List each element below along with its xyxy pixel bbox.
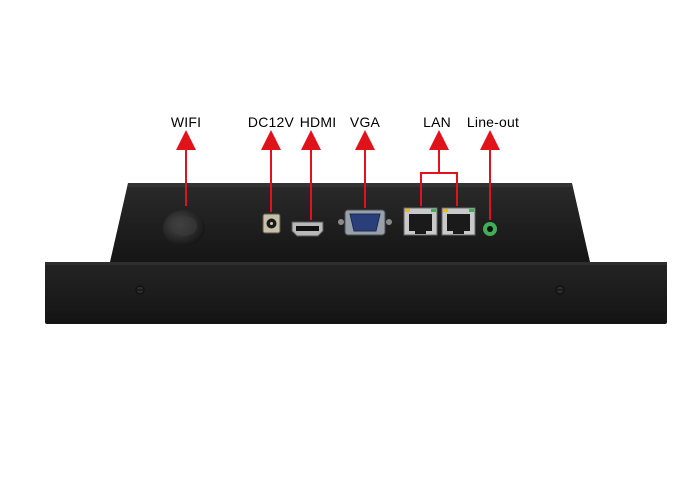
label-lan: LAN [423, 114, 451, 130]
label-wifi: WIFI [170, 114, 202, 130]
label-dc12v: DC12V [247, 114, 295, 130]
rj45-port-icon [441, 207, 476, 236]
label-vga: VGA [349, 114, 381, 130]
rj45-port-icon [403, 207, 438, 236]
label-line-out: Line-out [466, 114, 520, 130]
dc-jack-icon [262, 213, 281, 234]
callout-arrows [176, 130, 500, 220]
screw-icon [555, 285, 565, 295]
front-bezel [45, 262, 667, 324]
wifi-antenna-icon [163, 210, 205, 246]
label-hdmi: HDMI [299, 114, 337, 130]
audio-jack-icon [483, 222, 497, 236]
screw-icon [135, 285, 145, 295]
hdmi-port-icon [291, 221, 324, 237]
vga-port-icon [338, 209, 392, 236]
